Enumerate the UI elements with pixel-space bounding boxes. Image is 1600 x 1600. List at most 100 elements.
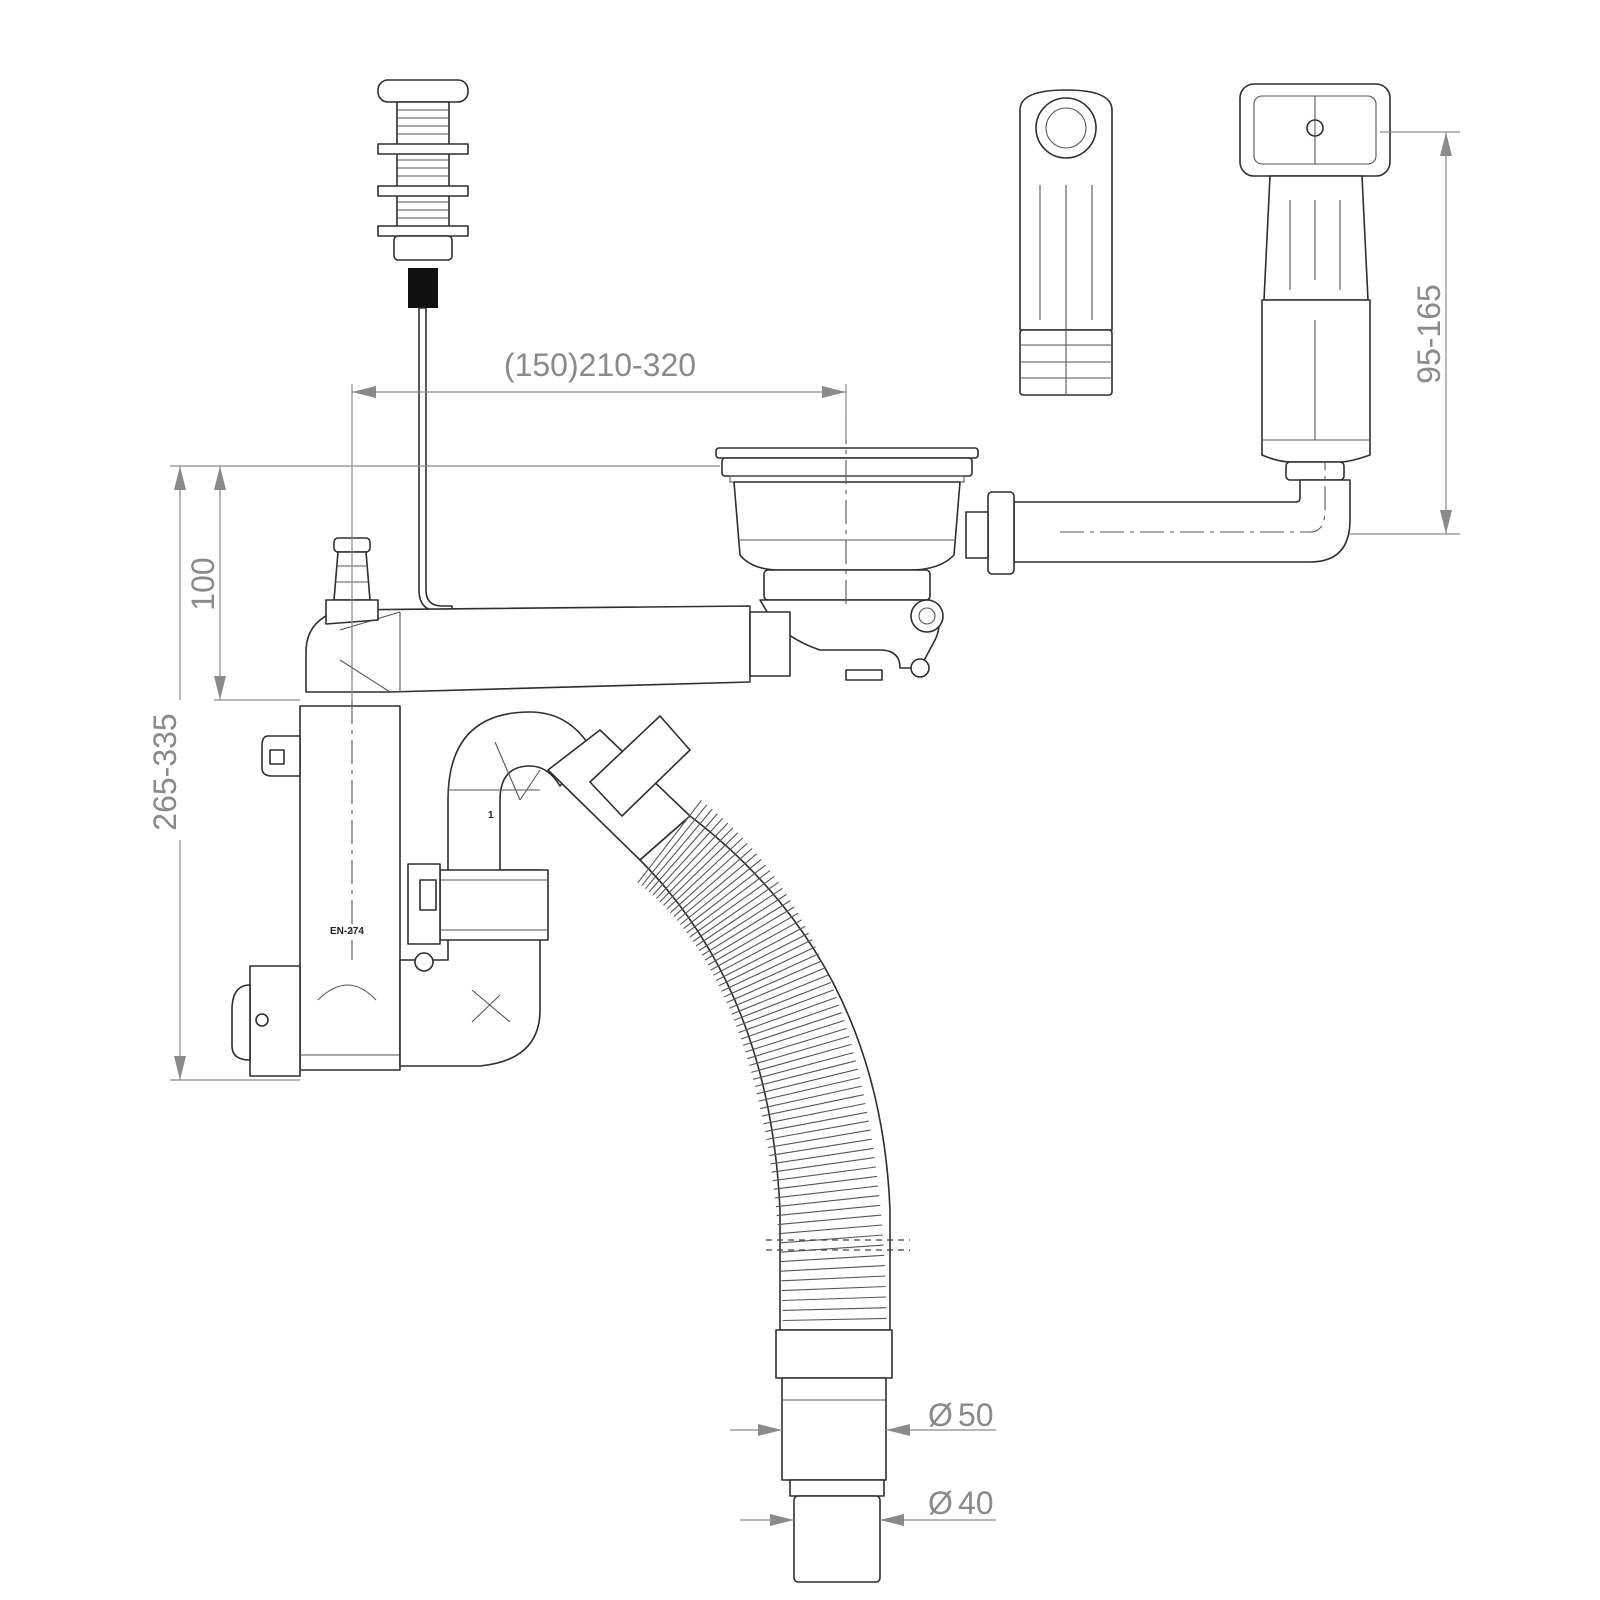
hose-rib [775, 1195, 880, 1208]
dim-diameter-40-label: Ø 40 [928, 1485, 994, 1521]
hose-rib [698, 893, 787, 952]
outlet-connector [775, 1329, 893, 1583]
hose-rib [756, 1068, 859, 1095]
hose-rib [782, 1307, 887, 1311]
dim-horizontal-spacing: (150)210-320 [504, 347, 696, 383]
diameter-50-value: 50 [958, 1397, 994, 1433]
hose-rib [780, 1265, 885, 1272]
hose-rib [718, 939, 813, 987]
sink-strainer [715, 447, 979, 681]
hose-rib [742, 1012, 842, 1046]
hose-rib [673, 847, 753, 918]
hose-rib [701, 900, 791, 956]
hose-rib [683, 864, 767, 930]
dimension-height-short [214, 465, 720, 701]
hose-rib [782, 1296, 887, 1302]
hose-rib [723, 953, 819, 998]
overflow-pipe [965, 462, 1351, 575]
hose-rib [736, 989, 834, 1027]
hose-rib [686, 870, 771, 934]
hose-rib [707, 912, 799, 966]
hose-rib [761, 1094, 864, 1117]
hose-rib [666, 837, 744, 910]
hose-ribs [637, 800, 887, 1322]
part-number-label: 1 [488, 810, 494, 821]
hose-rib [747, 1027, 847, 1060]
dim-height-total: 265-335 [147, 713, 183, 830]
hose-rib [780, 1254, 885, 1263]
hose-rib [738, 996, 837, 1034]
hose-rib [777, 1214, 882, 1226]
trap-standard-label: EN-274 [330, 926, 364, 937]
popup-button-assembly [377, 79, 469, 613]
hose-rib [763, 1102, 866, 1125]
hose-rib [733, 981, 832, 1021]
overflow-front-view [1239, 83, 1391, 481]
hose-rib [637, 800, 702, 884]
hose-rib [751, 1043, 852, 1073]
hose-rib [679, 858, 762, 925]
hose-rib [731, 974, 829, 1015]
hose-rib [758, 1077, 861, 1102]
diameter-symbol: Ø [928, 1397, 953, 1433]
hose-rib [779, 1244, 884, 1253]
hose-rib [713, 925, 806, 976]
overflow-side-view [1019, 89, 1113, 396]
hose-rib [710, 919, 802, 971]
hose-rib [769, 1138, 872, 1157]
hose-rib [764, 1111, 868, 1133]
hose-rib [767, 1129, 871, 1149]
dim-overflow-height: 95-165 [1411, 284, 1447, 384]
hose-rib [776, 1204, 881, 1217]
hose-rib [695, 887, 783, 947]
hose-rib [773, 1175, 878, 1190]
hose-rib [669, 842, 748, 914]
hose-rib [749, 1035, 850, 1067]
dim-diameter-50-label: Ø 50 [928, 1397, 994, 1433]
diameter-symbol: Ø [928, 1485, 953, 1521]
u-bend-trap [399, 711, 593, 1067]
dimension-height-total [170, 465, 300, 1081]
hose-rib [648, 813, 718, 893]
dimension-overflow-height [1350, 131, 1460, 535]
dimension-horizontal [351, 384, 847, 700]
standpipe [231, 705, 401, 1077]
hose-rib [774, 1185, 879, 1199]
dimension-diameter-50 [730, 1424, 996, 1436]
hose-rib [721, 946, 816, 992]
hose-rib [676, 853, 758, 921]
hose-rib [715, 932, 809, 981]
hose-rib [766, 1120, 869, 1141]
hose-rib [770, 1147, 874, 1165]
hose-rib [745, 1019, 845, 1053]
hose-rib [641, 804, 708, 887]
hose-rib [779, 1234, 883, 1244]
hose-rib [689, 875, 775, 938]
hose-rib [728, 967, 826, 1009]
diameter-40-value: 40 [958, 1485, 994, 1521]
hose-rib [754, 1060, 856, 1088]
hose-rib [781, 1275, 886, 1282]
hose-rib [771, 1157, 875, 1173]
hose-rib [772, 1166, 876, 1182]
button-thread [397, 109, 449, 219]
branch-pipe [305, 605, 791, 693]
hose-rib [781, 1285, 886, 1292]
button-nut [408, 268, 438, 308]
hose-rib [644, 808, 713, 890]
hose-rib [663, 832, 739, 906]
hose-rib [652, 817, 724, 896]
hose-rib [778, 1224, 883, 1235]
hose-rib [760, 1085, 862, 1110]
hose-rib [704, 906, 795, 961]
hose-rib [692, 881, 779, 942]
hose-rib [782, 1317, 887, 1322]
dim-height-short: 100 [185, 557, 221, 610]
hose-rib [656, 822, 729, 899]
hose-rib [753, 1052, 854, 1080]
corrugated-hose [547, 715, 910, 1331]
hose-rib [659, 827, 734, 903]
hose-rib [726, 960, 823, 1004]
dimension-diameter-40 [740, 1514, 996, 1526]
